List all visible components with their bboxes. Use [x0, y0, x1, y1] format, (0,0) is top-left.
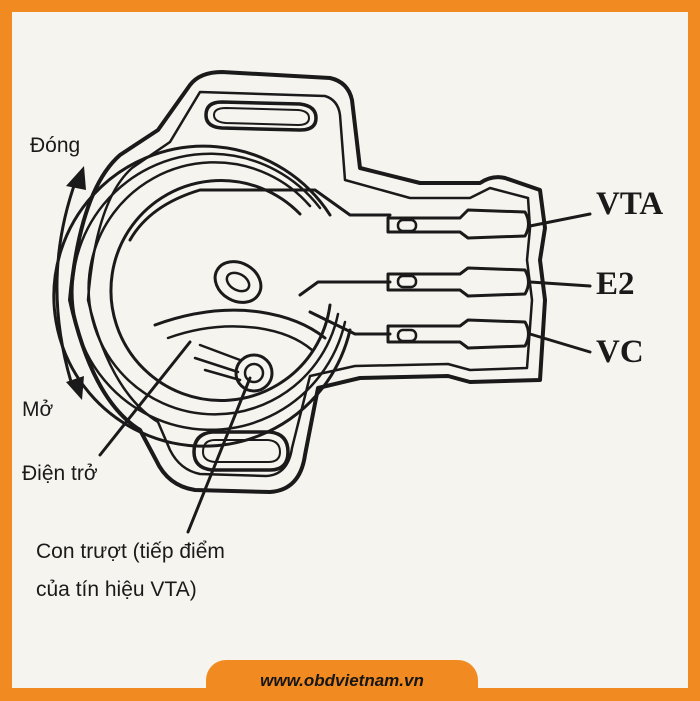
label-dong: Đóng — [30, 134, 81, 157]
slider-pivot-inner — [243, 362, 265, 384]
label-mo: Mở — [22, 398, 54, 421]
vta-callout-line — [528, 212, 592, 228]
arrow-head-up-icon — [66, 166, 86, 190]
dien-tro-callout-line — [98, 340, 192, 457]
label-vc: VC — [596, 334, 644, 370]
rotor-shaft-inner — [225, 271, 251, 293]
vta-terminal — [386, 208, 530, 240]
label-con-truot-line2: của tín hiệu VTA) — [36, 578, 197, 601]
rotor-inner-ring — [109, 179, 332, 402]
footer-url: www.obdvietnam.vn — [260, 670, 424, 690]
e2-trace — [298, 280, 392, 297]
rotor-ring-2 — [71, 152, 347, 432]
top-mounting-slot — [204, 100, 318, 132]
resistor-track-inner — [166, 325, 314, 352]
footer-url-tab: www.obdvietnam.vn — [206, 660, 478, 701]
con-truot-callout-line — [186, 376, 252, 534]
vc-trace — [308, 310, 392, 336]
slider-arm — [193, 343, 242, 382]
top-mounting-slot-inner — [213, 107, 310, 126]
resistor-track — [153, 308, 327, 340]
sensor-housing-outline — [68, 70, 547, 494]
vta-trace — [128, 188, 392, 242]
label-e2: E2 — [596, 266, 635, 302]
bottom-mounting-slot-inner — [202, 439, 281, 463]
label-vta: VTA — [596, 186, 664, 222]
rotor-outer-ring — [52, 144, 352, 448]
bottom-mounting-slot — [192, 430, 290, 472]
rotor-ring-3 — [87, 161, 340, 416]
label-con-truot-line1: Con trượt (tiếp điểm — [36, 540, 225, 563]
vc-terminal — [386, 318, 530, 350]
e2-callout-line — [528, 280, 592, 288]
rotation-arrow-arc — [55, 178, 78, 387]
rotor-shaft-outer — [213, 260, 263, 304]
diagram-paper — [12, 12, 688, 688]
slider-pivot-outer — [234, 353, 274, 393]
label-dien-tro: Điện trở — [22, 462, 98, 485]
arrow-head-down-icon — [66, 376, 84, 400]
e2-terminal — [386, 266, 530, 298]
vc-callout-line — [528, 332, 592, 354]
